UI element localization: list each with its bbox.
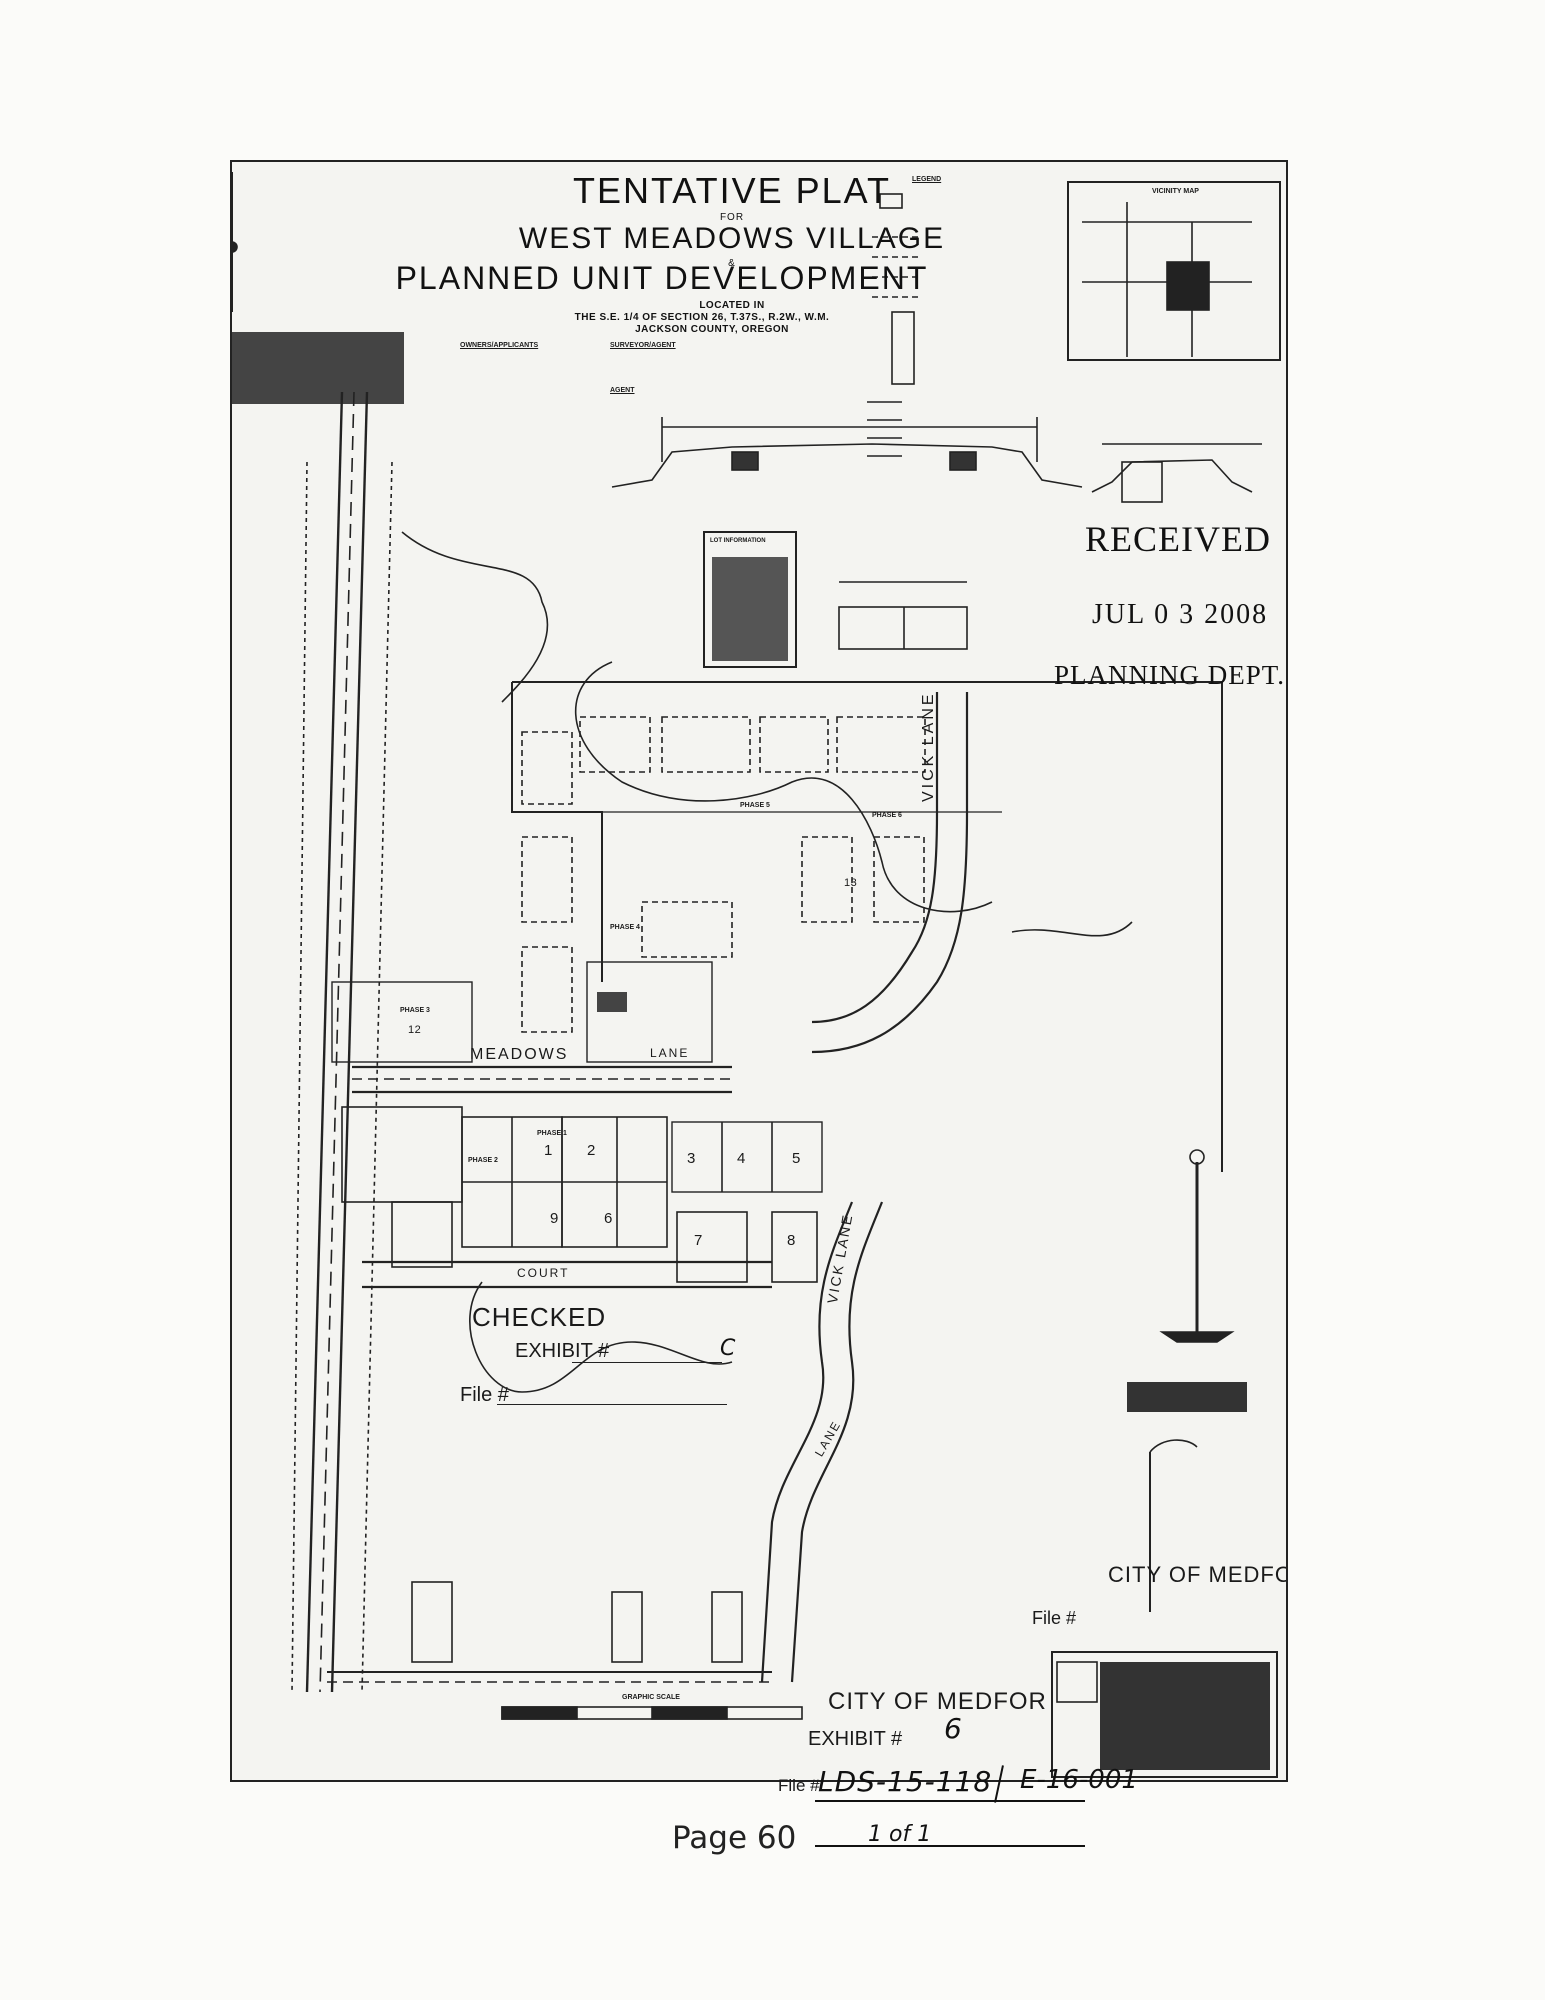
lot-number: 13 — [844, 877, 858, 889]
vicinity-heading: VICINITY MAP — [1152, 188, 1199, 195]
court-label: COURT — [517, 1266, 570, 1280]
plat-county: JACKSON COUNTY, OREGON — [635, 324, 789, 335]
owners-heading: OWNERS/APPLICANTS — [460, 342, 539, 349]
lot-number: 2 — [587, 1142, 596, 1159]
received-date: JUL 0 3 2008 — [1092, 599, 1269, 630]
exhibit-bottom-label: EXHIBIT # — [808, 1728, 903, 1750]
plat-title-for: FOR — [719, 212, 745, 223]
file-bottom-value: LDS-15-118 — [818, 1765, 993, 1798]
plat-title-line3: PLANNED UNIT DEVELOPMENT — [395, 260, 929, 296]
exhibit-inner-label: EXHIBIT # — [515, 1340, 610, 1362]
page-number: Page 60 — [672, 1820, 797, 1856]
vick-lane-east-label: VICK LANE — [920, 691, 937, 802]
lot-info-heading: LOT INFORMATION — [710, 538, 766, 544]
checked-label: CHECKED — [472, 1302, 607, 1332]
lot-number: 5 — [792, 1150, 801, 1167]
file-inner-label: File # — [460, 1384, 509, 1406]
exhibit-inner-value: C — [720, 1336, 736, 1361]
file-bottom-value-2: E-16-001 — [1020, 1765, 1138, 1795]
lot-number: 7 — [694, 1232, 703, 1249]
lot-number: 12 — [408, 1024, 422, 1036]
pages-value: 1 of 1 — [868, 1822, 932, 1847]
plat-title-line2: WEST MEADOWS VILLAGE — [518, 222, 946, 255]
file-right-label: File # — [1032, 1608, 1077, 1628]
plat-sheet: TENTATIVE PLAT FOR WEST MEADOWS VILLAGE … — [230, 160, 1288, 1782]
meadows-lane-label: MEADOWS — [470, 1046, 569, 1063]
received-stamp: RECEIVED — [1085, 519, 1271, 559]
phase-6-label: PHASE 6 — [872, 812, 902, 819]
lot-number: 4 — [737, 1150, 746, 1167]
received-dept: PLANNING DEPT. — [1054, 660, 1285, 690]
phase-5-label: PHASE 5 — [740, 802, 770, 809]
exhibit-inner-line — [572, 1360, 722, 1363]
graphic-scale-heading: GRAPHIC SCALE — [622, 1694, 680, 1701]
plat-section: THE S.E. 1/4 OF SECTION 26, T.37S., R.2W… — [574, 312, 830, 323]
site-plan-drawing — [232, 172, 1281, 1778]
lot-number: 3 — [687, 1150, 696, 1167]
legend-heading: LEGEND — [912, 176, 942, 183]
phase-4-label: PHASE 4 — [610, 924, 640, 931]
plat-located: LOCATED IN — [699, 300, 765, 311]
file-inner-line — [497, 1388, 727, 1405]
meadows-lane-suffix: LANE — [650, 1046, 690, 1060]
surveyor-heading: SURVEYOR/AGENT — [610, 342, 676, 349]
plat-title-amp: & — [728, 258, 736, 269]
phase-2-label: PHASE 2 — [468, 1157, 498, 1164]
lot-number: 6 — [604, 1210, 613, 1227]
agent-heading: AGENT — [610, 387, 635, 394]
file-bottom-line — [815, 1800, 1085, 1802]
lot-number: 8 — [787, 1232, 796, 1249]
lot-number: 1 — [544, 1142, 553, 1159]
plat-title-line1: TENTATIVE PLAT — [572, 170, 892, 211]
phase-1-label: PHASE 1 — [537, 1130, 567, 1137]
phase-3-label: PHASE 3 — [400, 1007, 430, 1014]
city-inner-label: CITY OF MEDFORD — [1108, 1562, 1286, 1587]
city-bottom-label: CITY OF MEDFOR — [828, 1688, 1047, 1715]
file-bottom-label: File # — [778, 1776, 820, 1795]
lot-number: 9 — [550, 1210, 559, 1227]
pages-line — [815, 1845, 1085, 1847]
exhibit-bottom-value: 6 — [944, 1712, 962, 1745]
